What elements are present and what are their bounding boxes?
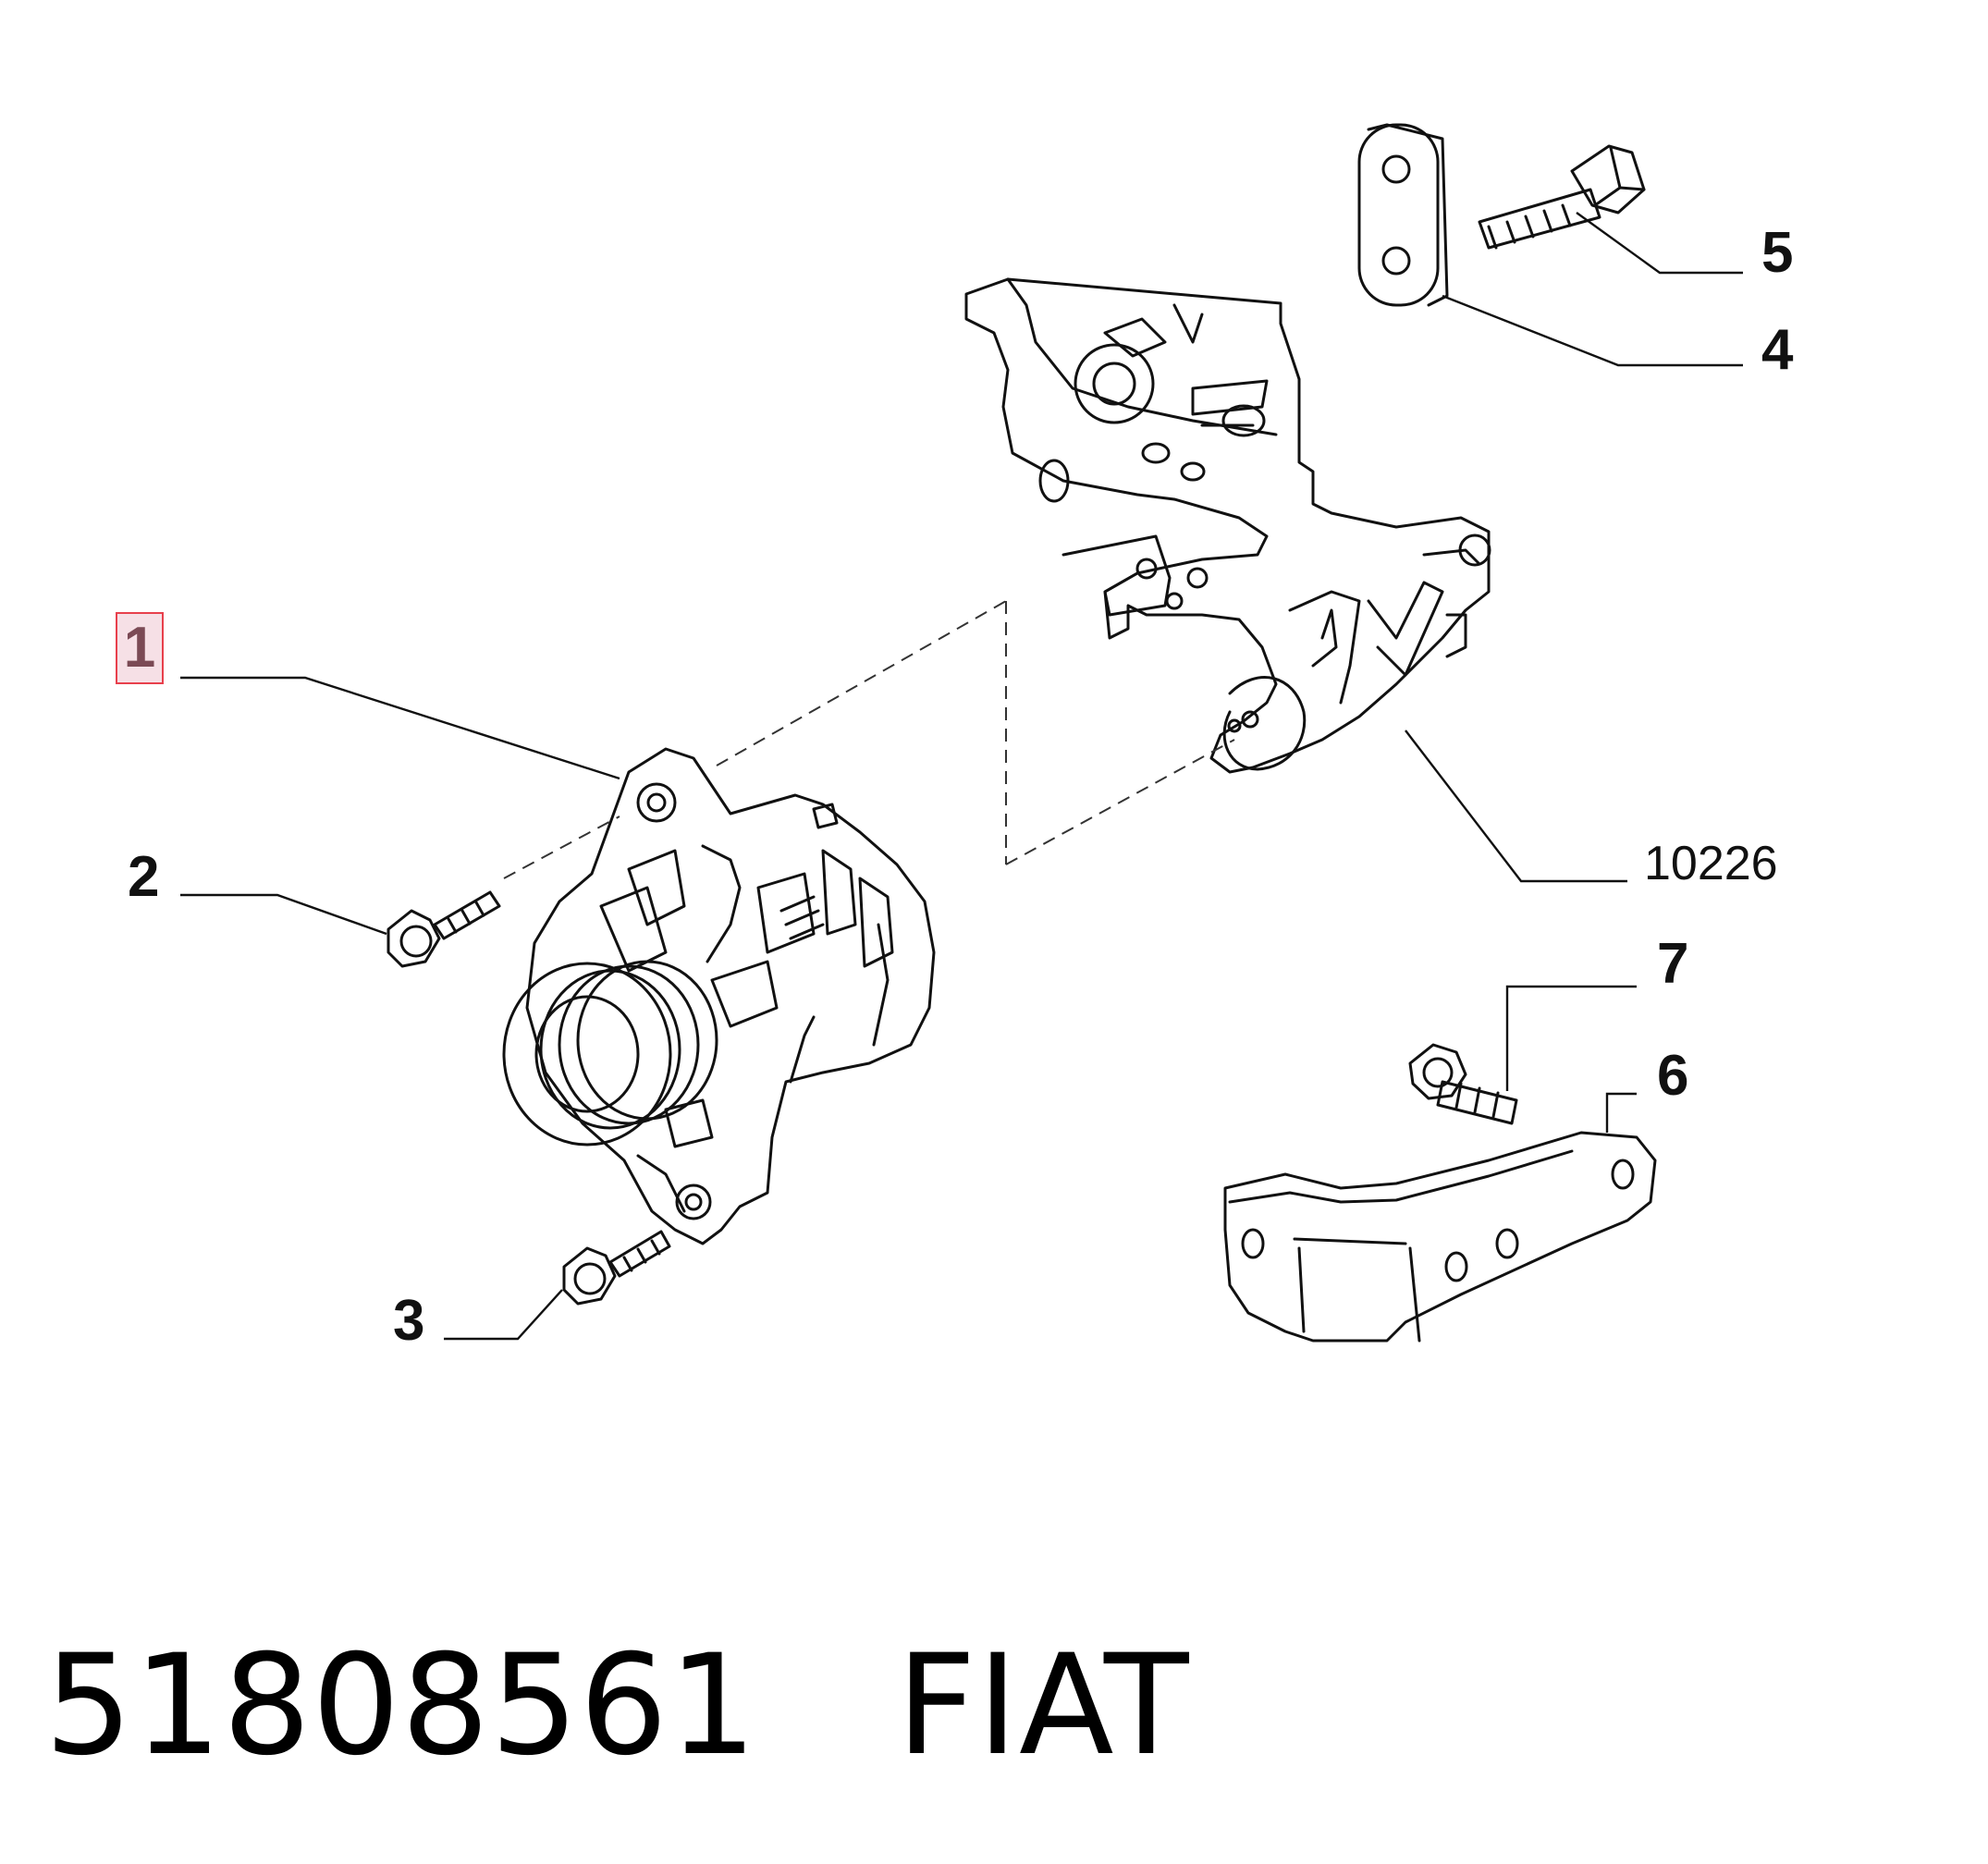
callout-1: 1 [116,612,164,684]
bolt-part-5 [1478,144,1646,250]
support-bracket-part-6 [1223,1131,1657,1343]
mounting-bracket-10226 [964,277,1491,774]
callout-10226: 10226 [1644,837,1778,890]
callout-6: 6 [1657,1044,1689,1108]
exploded-parts-drawing [180,123,1743,1343]
callout-3: 3 [393,1289,425,1353]
leader-lines [180,212,1743,1341]
bolt-part-7 [1408,1043,1518,1125]
alignment-dashed-lines [503,600,1235,879]
callout-4: 4 [1761,318,1794,382]
callout-7: 7 [1657,932,1689,996]
alternator-part-1 [502,747,936,1245]
callout-2: 2 [128,845,160,909]
bolt-part-3 [562,1230,671,1306]
part-number: 51808561 [44,1625,758,1786]
bolt-part-2 [387,890,501,968]
callout-5: 5 [1761,221,1794,285]
brand-name: FIAT [896,1625,1190,1786]
spacer-plate-part-4 [1357,123,1449,307]
